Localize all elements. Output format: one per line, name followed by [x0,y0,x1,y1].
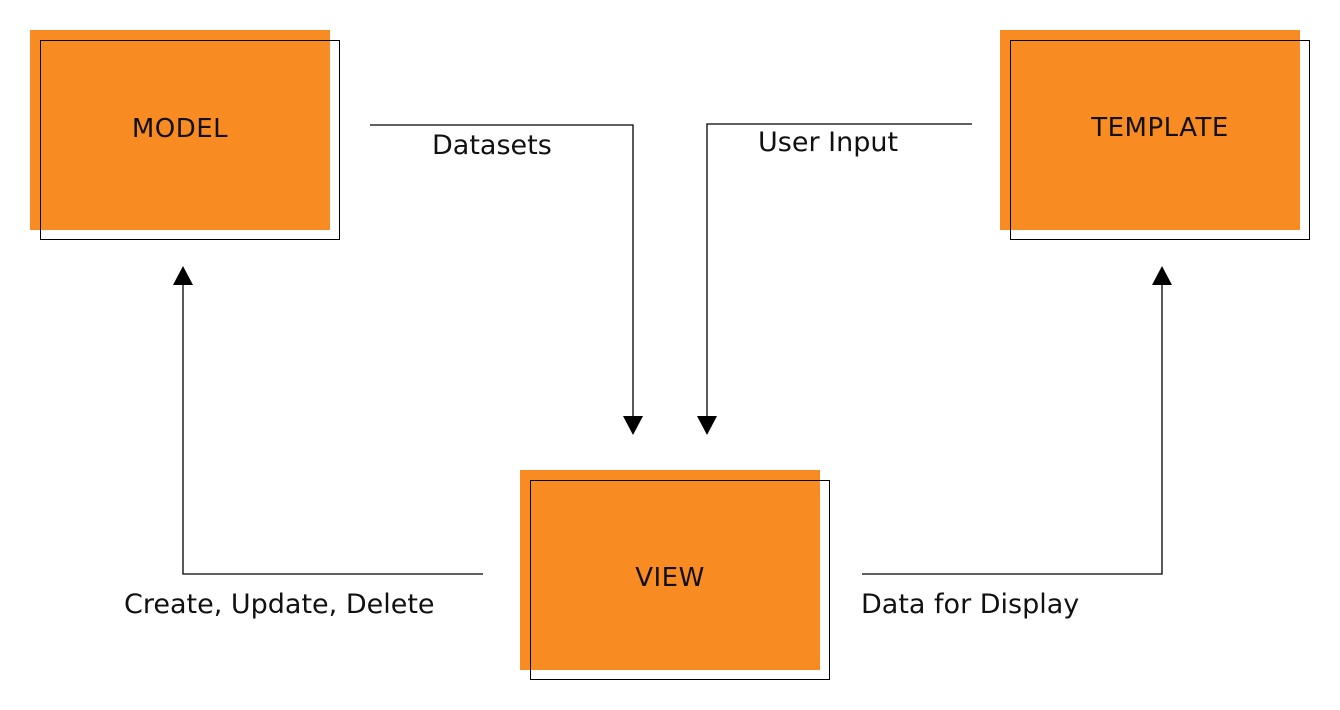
user-input-arrow-line [706,123,972,416]
create-update-delete-label: Create, Update, Delete [124,589,435,620]
model-box-fill [30,30,330,230]
datasets-arrow-line [370,124,634,416]
user-input-label: User Input [758,127,899,158]
view-box-outline [530,480,830,680]
create-update-delete-arrowhead [173,266,193,285]
template-box-fill [1000,30,1300,230]
user-input-arrowhead [697,416,717,435]
template-box-outline [1010,40,1310,240]
view-label: VIEW [635,563,705,593]
model-box-outline [40,40,340,240]
view-box-fill [520,470,820,670]
data-for-display-label: Data for Display [861,589,1080,620]
datasets-label: Datasets [432,130,552,161]
datasets-arrowhead [623,416,643,435]
data-for-display-arrowhead [1152,266,1172,285]
model-label: MODEL [131,114,229,144]
create-update-delete-arrow-line [182,284,483,575]
template-label: TEMPLATE [1091,113,1229,143]
data-for-display-arrow-line [862,284,1163,575]
